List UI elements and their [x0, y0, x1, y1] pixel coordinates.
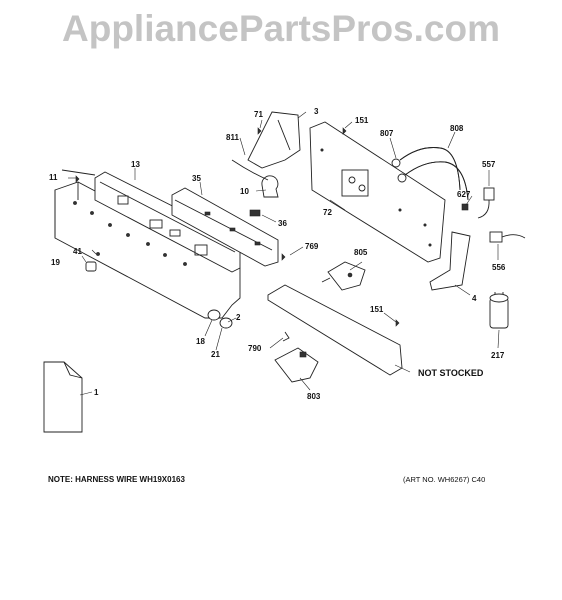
callout-4: 4 — [472, 294, 477, 303]
callout-11: 11 — [49, 173, 58, 182]
manual-sheet — [43, 361, 83, 433]
callout-2: 2 — [236, 313, 241, 322]
capacitor — [489, 292, 509, 329]
callout-41: 41 — [73, 247, 82, 256]
wire-connector — [461, 187, 495, 219]
circuit-board — [171, 187, 279, 267]
callout-labels: 71 3 151 807 808 811 13 11 35 10 557 627… — [49, 107, 506, 401]
callout-151-bottom: 151 — [370, 305, 384, 314]
callout-35: 35 — [192, 174, 201, 183]
callout-811: 811 — [226, 133, 239, 142]
callout-556: 556 — [492, 263, 506, 272]
switch-803 — [274, 331, 319, 383]
callout-71: 71 — [254, 110, 263, 119]
back-panel — [309, 121, 446, 263]
ring-parts — [207, 309, 233, 329]
callout-1: 1 — [94, 388, 99, 397]
callout-72: 72 — [323, 208, 332, 217]
bracket-assembly — [231, 111, 301, 217]
screws — [75, 127, 400, 327]
control-panel-frame — [94, 171, 241, 273]
callout-769: 769 — [305, 242, 319, 251]
callout-3: 3 — [314, 107, 319, 116]
bracket-leg — [429, 231, 471, 291]
callout-807: 807 — [380, 129, 394, 138]
callout-18: 18 — [196, 337, 205, 346]
watermark: AppliancePartsPros.com — [62, 8, 500, 49]
callout-805: 805 — [354, 248, 368, 257]
not-stocked-label: NOT STOCKED — [418, 368, 484, 378]
callout-13: 13 — [131, 160, 140, 169]
callout-36: 36 — [278, 219, 287, 228]
callout-803: 803 — [307, 392, 321, 401]
callout-627: 627 — [457, 190, 471, 199]
leader-lines — [68, 111, 500, 396]
harness-note: NOTE: HARNESS WIRE WH19X0163 — [48, 475, 185, 484]
callout-151-top: 151 — [355, 116, 369, 125]
callout-790: 790 — [248, 344, 262, 353]
callout-808: 808 — [450, 124, 464, 133]
knob — [85, 252, 100, 272]
callout-19: 19 — [51, 258, 60, 267]
plug-556 — [489, 231, 526, 243]
callout-557: 557 — [482, 160, 496, 169]
inlet-hoses — [391, 147, 469, 201]
water-valve — [321, 261, 366, 291]
callout-10: 10 — [240, 187, 249, 196]
art-number: (ART NO. WH6267) C40 — [403, 475, 486, 484]
callout-217: 217 — [491, 351, 505, 360]
callout-21: 21 — [211, 350, 220, 359]
